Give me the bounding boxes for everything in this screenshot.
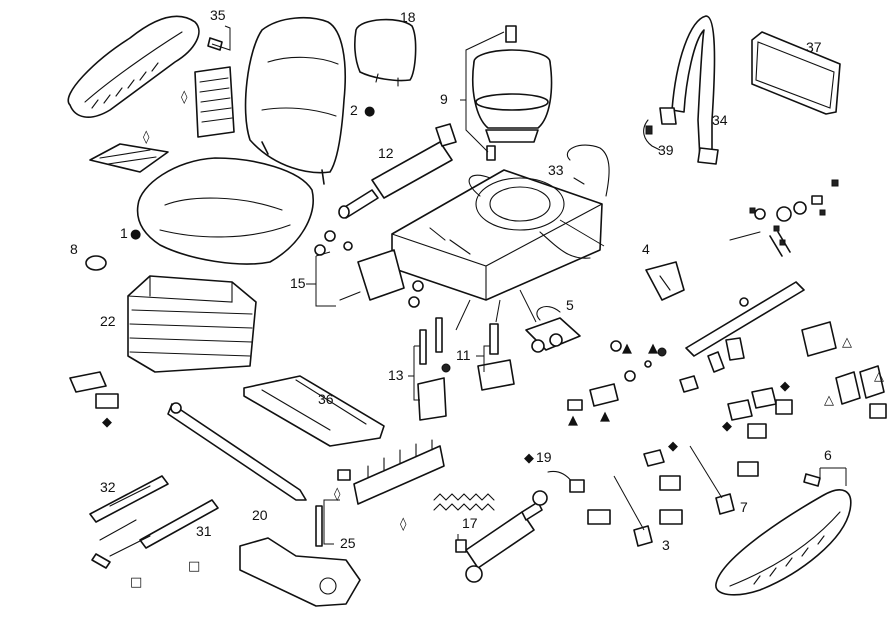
part-33-cable[interactable]: [567, 144, 610, 197]
callout-33: 33: [548, 162, 564, 178]
part-3-switch[interactable]: [633, 449, 683, 547]
part-2-backrest[interactable]: [244, 17, 347, 185]
callout-1: 1: [120, 225, 128, 241]
part-39-connector[interactable]: [643, 119, 661, 151]
control-switches[interactable]: [727, 321, 887, 439]
tension-spring[interactable]: [433, 493, 495, 511]
fastener-set-right[interactable]: [729, 179, 839, 257]
part-18-headrest[interactable]: [354, 18, 417, 87]
symbol-diamond: ◆: [780, 379, 790, 394]
callout-2: 2: [350, 102, 358, 118]
part-9-air-spring[interactable]: [471, 25, 553, 161]
height-comb-plate[interactable]: [353, 439, 445, 505]
symbol-triangle: ▲: [648, 341, 658, 356]
callout-5: 5: [566, 297, 574, 313]
callout-35: 35: [210, 7, 226, 23]
symbol-triangle-outline: △: [842, 335, 852, 350]
part-8-cap[interactable]: [85, 255, 107, 271]
part-15-valve[interactable]: [314, 230, 424, 308]
part-11-damper[interactable]: [477, 323, 515, 391]
callout-18: 18: [400, 9, 416, 25]
callout-19: 19: [536, 449, 552, 465]
callout-22: 22: [100, 313, 116, 329]
symbol-triangle-outline: △: [874, 369, 884, 384]
callout-7: 7: [740, 499, 748, 515]
callout-32: 32: [100, 479, 116, 495]
callout-12: 12: [378, 145, 394, 161]
seat-cover-pad[interactable]: [194, 66, 235, 138]
part-25-plate[interactable]: [239, 469, 361, 607]
symbol-diamond: ◊: [143, 130, 150, 145]
callout-13: 13: [388, 367, 404, 383]
part-1-seat-cushion[interactable]: [136, 157, 314, 265]
symbol-diamond-outline: ◊: [400, 517, 407, 532]
part-4-bracket[interactable]: [645, 261, 685, 301]
symbol-triangle: ▲: [568, 413, 578, 428]
callout-36: 36: [318, 391, 334, 407]
part-5-valve-block[interactable]: [525, 306, 581, 353]
symbol-square: □: [188, 559, 200, 574]
part-37-mat[interactable]: [751, 31, 841, 115]
small-parts-group[interactable]: [567, 340, 667, 411]
part-17-damper-cylinder[interactable]: [455, 490, 548, 583]
heating-pad[interactable]: [89, 143, 169, 173]
callout-39: 39: [658, 142, 674, 158]
part-19-sensor[interactable]: [547, 470, 611, 525]
callout-6: 6: [824, 447, 832, 463]
symbol-circle: ●: [364, 104, 375, 119]
part-31-rail[interactable]: [91, 499, 219, 569]
symbol-diamond: ◆: [722, 419, 732, 434]
symbol-circle: ●: [130, 227, 141, 242]
part-6-armrest-right[interactable]: [715, 473, 852, 596]
callout-31: 31: [196, 523, 212, 539]
callout-25: 25: [340, 535, 356, 551]
symbol-triangle: ▲: [622, 341, 632, 356]
callout-8: 8: [70, 241, 78, 257]
callout-15: 15: [290, 275, 306, 291]
symbol-square: □: [130, 575, 142, 590]
callout-37: 37: [806, 39, 822, 55]
symbol-diamond: ◆: [668, 439, 678, 454]
part-13-switch[interactable]: [417, 317, 451, 421]
leader-lines: [455, 219, 605, 331]
callout-17: 17: [462, 515, 478, 531]
part-20-lever[interactable]: [167, 402, 307, 501]
part-7-switch[interactable]: [715, 461, 759, 515]
part-34-seat-belt[interactable]: [659, 15, 719, 165]
symbol-diamond: ◆: [102, 415, 112, 430]
symbol-diamond: ◆: [524, 451, 534, 466]
callout-11: 11: [456, 347, 471, 363]
callout-4: 4: [642, 241, 650, 257]
symbol-diamond: ◊: [181, 90, 188, 105]
switch-left[interactable]: [69, 371, 119, 409]
part-36-slide-frame[interactable]: [243, 375, 385, 447]
callout-3: 3: [662, 537, 670, 553]
part-32-rail[interactable]: [89, 475, 169, 523]
part-35-armrest-left[interactable]: [67, 15, 223, 118]
callout-9: 9: [440, 91, 448, 107]
seat-base-frame: [391, 169, 603, 301]
callout-20: 20: [252, 507, 268, 523]
callout-34: 34: [712, 112, 728, 128]
part-22-bellows[interactable]: [127, 275, 257, 373]
symbol-triangle-outline: △: [824, 393, 834, 408]
adjuster-bar[interactable]: [679, 281, 805, 393]
symbol-triangle: ▲: [600, 409, 610, 424]
part-12-shock-absorber[interactable]: [338, 123, 457, 219]
symbol-diamond-outline: ◊: [334, 487, 341, 502]
